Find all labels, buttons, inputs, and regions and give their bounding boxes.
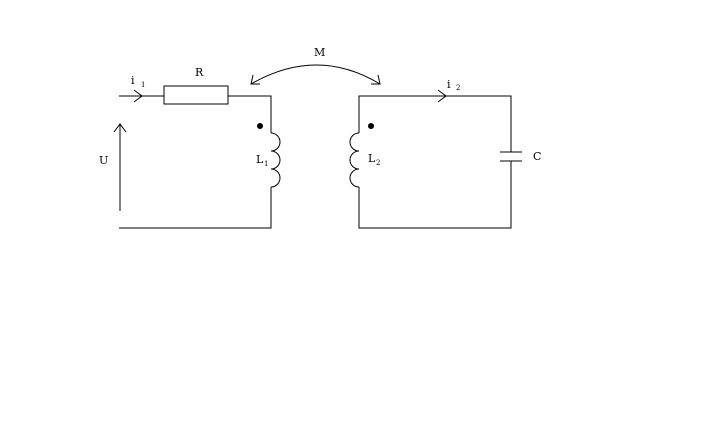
label-i2: i bbox=[447, 78, 451, 91]
mutual-inductance bbox=[250, 64, 381, 85]
polarity-dot-l1 bbox=[257, 123, 263, 129]
label-i1: i bbox=[131, 74, 135, 87]
label-l2: L bbox=[368, 152, 376, 165]
labels: i 1 R M i 2 U L 1 L 2 C bbox=[99, 46, 541, 168]
label-l1: L bbox=[256, 153, 264, 166]
resistor-r bbox=[163, 85, 229, 105]
inductor-l2 bbox=[349, 132, 360, 188]
label-l2-subscript: 2 bbox=[376, 159, 380, 167]
current-arrow-i1 bbox=[133, 89, 143, 103]
label-i2-subscript: 2 bbox=[456, 84, 460, 92]
label-c: C bbox=[533, 150, 541, 163]
secondary-left-top-wire bbox=[358, 95, 512, 152]
primary-circuit bbox=[113, 85, 281, 229]
current-arrow-i2 bbox=[437, 89, 447, 103]
polarity-dot-l2 bbox=[368, 123, 374, 129]
label-l1-subscript: 1 bbox=[264, 160, 268, 168]
mutual-arrowhead-left bbox=[250, 74, 260, 85]
primary-bottom-wire bbox=[119, 187, 272, 229]
inductor-l1 bbox=[270, 132, 281, 188]
label-m: M bbox=[314, 46, 325, 59]
mutual-arc bbox=[250, 64, 381, 85]
secondary-bottom-wire bbox=[358, 161, 512, 229]
secondary-circuit bbox=[349, 89, 522, 229]
label-u: U bbox=[99, 154, 108, 167]
label-r: R bbox=[195, 66, 204, 79]
label-i1-subscript: 1 bbox=[141, 81, 145, 89]
mutual-arrowhead-right bbox=[371, 74, 381, 85]
voltage-arrowhead-u bbox=[113, 123, 127, 133]
primary-top-wire bbox=[228, 95, 272, 133]
